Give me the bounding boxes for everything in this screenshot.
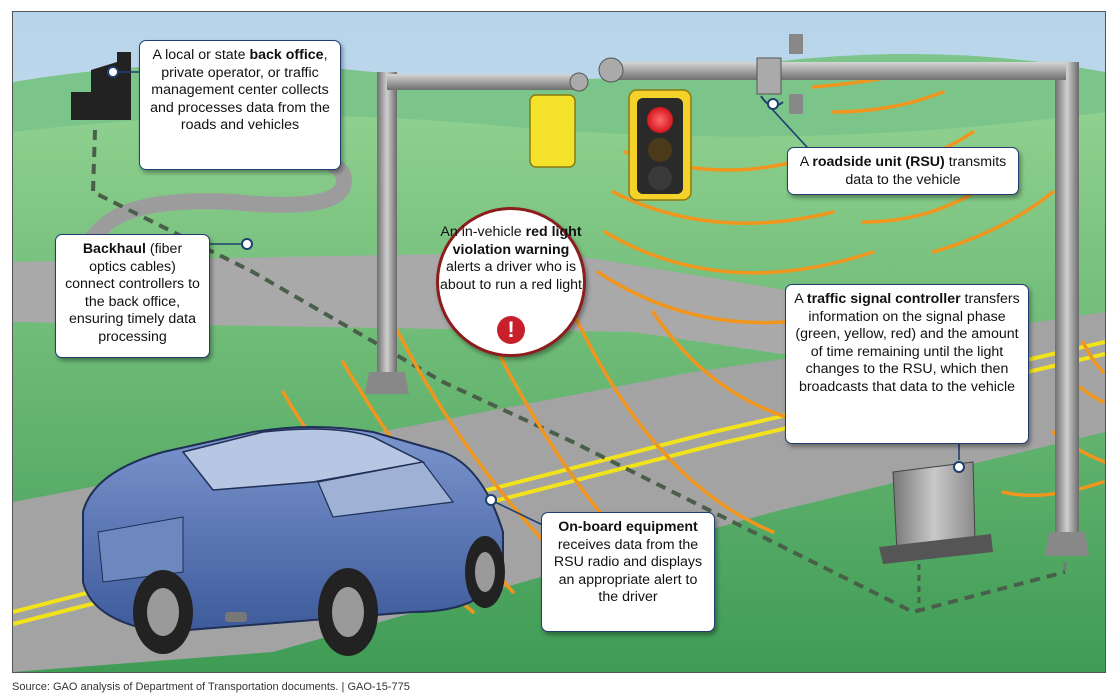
left-pole-base bbox=[365, 372, 409, 394]
obe-callout: On-board equipment receives data from th… bbox=[541, 512, 715, 632]
connector-dots bbox=[107, 66, 965, 506]
backhaul-cable bbox=[90, 129, 1066, 615]
back-office-callout: A local or state back office, private op… bbox=[139, 40, 341, 170]
rsu-text-pre: A bbox=[799, 154, 813, 170]
rear-signal-head bbox=[529, 94, 576, 168]
green-lamp bbox=[648, 166, 672, 190]
warning-text-pre: An in-vehicle bbox=[440, 224, 526, 240]
red-lamp bbox=[647, 107, 673, 133]
left-arm-cap bbox=[569, 72, 589, 92]
obe-text-post: receives data from the RSU radio and dis… bbox=[553, 536, 703, 606]
backhaul-text-post: (fiber optics cables) connect controller… bbox=[65, 241, 200, 345]
right-pole-base bbox=[1045, 532, 1089, 556]
red-light-warning-bubble: An in-vehicle red light violation warnin… bbox=[436, 207, 586, 357]
alert-icon: ! bbox=[497, 316, 525, 344]
yellow-lamp bbox=[648, 138, 672, 162]
backhaul-term: Backhaul bbox=[82, 241, 146, 257]
back-office-term: back office bbox=[249, 47, 324, 63]
rsu-term: roadside unit (RSU) bbox=[812, 154, 945, 170]
scene-illustration bbox=[13, 12, 1105, 672]
controller-callout: A traffic signal controller transfers in… bbox=[785, 284, 1029, 444]
left-arm bbox=[387, 74, 579, 90]
controller-term: traffic signal controller bbox=[806, 291, 961, 307]
right-arm-cap bbox=[598, 57, 624, 83]
controller-pad bbox=[879, 534, 993, 564]
back-office-text-post: , private operator, or traffic managemen… bbox=[150, 47, 330, 133]
source-note: Source: GAO analysis of Department of Tr… bbox=[12, 681, 410, 693]
vehicle bbox=[82, 426, 505, 656]
warning-text-post: alerts a driver who is about to run a re… bbox=[440, 259, 582, 293]
obe-term: On-board equipment bbox=[558, 519, 698, 535]
rsu-unit bbox=[756, 57, 782, 95]
backhaul-callout: Backhaul (fiber optics cables) connect c… bbox=[55, 234, 210, 358]
left-pole bbox=[377, 72, 397, 387]
rsu-text-post: transmits data to the vehicle bbox=[845, 154, 1007, 188]
right-arm bbox=[611, 62, 1066, 80]
controller-text-pre: A bbox=[794, 291, 807, 307]
controller-text-post: transfers information on the signal phas… bbox=[795, 291, 1020, 395]
rsu-antenna-lower bbox=[789, 94, 803, 114]
rsu-antenna bbox=[789, 34, 803, 54]
infographic-frame: A local or state back office, private op… bbox=[12, 11, 1106, 673]
warning-term: red light violation warning bbox=[452, 224, 582, 258]
back-office-text-pre: A local or state bbox=[152, 47, 250, 63]
right-pole bbox=[1055, 62, 1079, 552]
rsu-callout: A roadside unit (RSU) transmits data to … bbox=[787, 147, 1019, 195]
